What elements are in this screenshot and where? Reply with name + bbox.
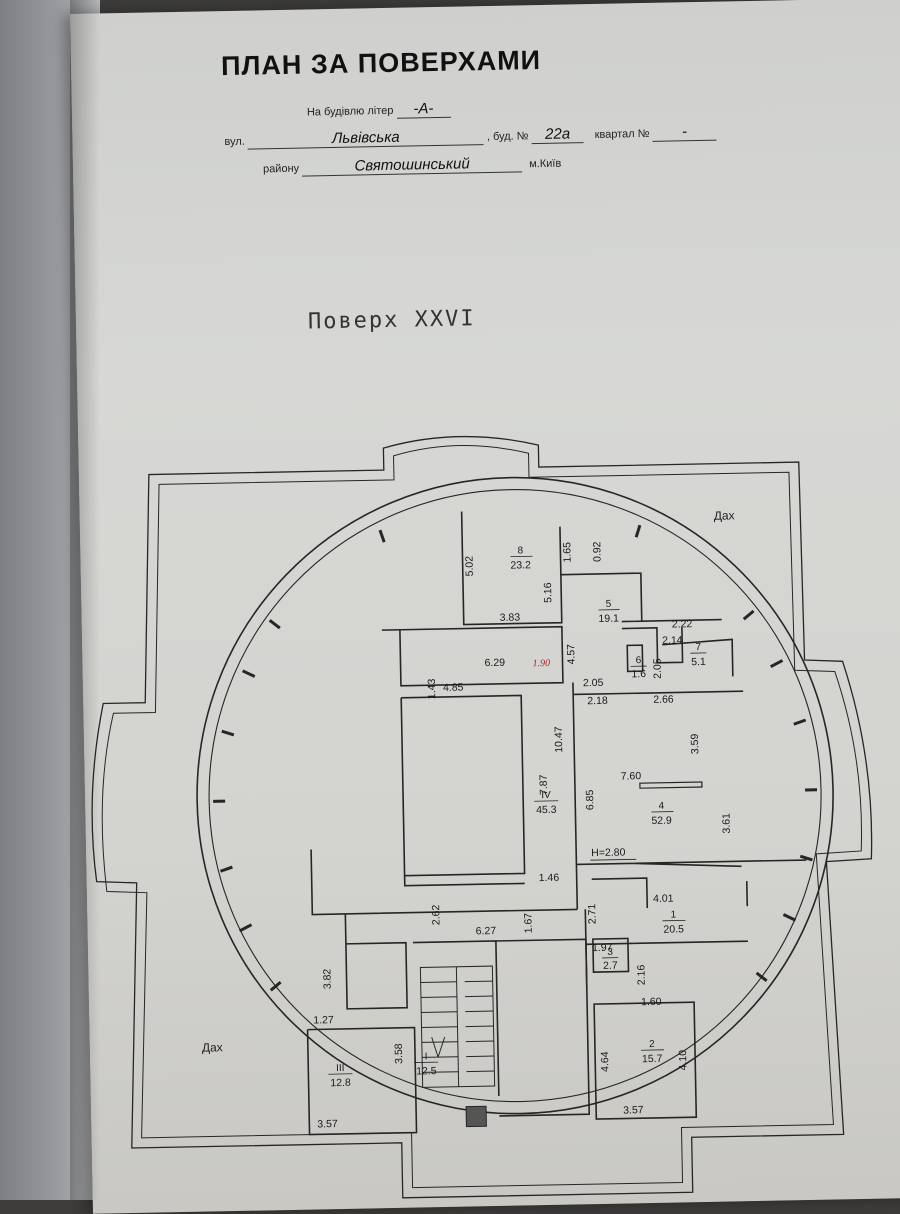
dimension-label: 1.46 — [539, 872, 560, 884]
dimension-label: 4.64 — [599, 1051, 611, 1072]
dimension-label: 1.67 — [522, 913, 534, 934]
dimension-label: 2.62 — [430, 904, 442, 925]
roof-label-top: Дах — [714, 508, 735, 522]
dimension-label: 6.27 — [476, 925, 497, 937]
room-area: 12.5 — [416, 1065, 437, 1077]
dimension-label: 4.01 — [653, 893, 674, 905]
dimension-label: 2.66 — [653, 694, 674, 706]
room-area: 19.1 — [598, 613, 619, 625]
floor-plan: Дах Дах 8 23.2 5 19.1 7 5.1 6 1.6 4 52.9… — [70, 0, 900, 1214]
room-number: III — [336, 1063, 345, 1074]
room-area: 1.6 — [631, 668, 646, 680]
dimension-label: 1.27 — [313, 1014, 334, 1026]
room-number: I — [425, 1051, 428, 1062]
roof-outline — [85, 429, 878, 1204]
room-area: 23.2 — [510, 559, 531, 571]
room-area: 5.1 — [691, 656, 706, 668]
room-area: 52.9 — [651, 815, 672, 827]
room-number: 4 — [658, 801, 664, 812]
dimension-label: 2.05 — [651, 658, 663, 679]
dimension-label: 3.61 — [720, 813, 732, 834]
room-area: 2.7 — [603, 960, 618, 972]
dimension-label: 1.60 — [641, 996, 662, 1008]
dimension-label: 6.29 — [484, 657, 505, 669]
room-number: 1 — [671, 910, 677, 921]
tower-inner-wall — [203, 484, 827, 1108]
interior-walls — [298, 505, 812, 1135]
dimension-label: 5.16 — [542, 582, 554, 603]
dimension-label: 2.18 — [587, 695, 608, 707]
dimension-label: 0.92 — [591, 541, 603, 562]
dimension-label: 5.02 — [463, 556, 475, 577]
dimension-label: 3.82 — [321, 969, 333, 990]
dimension-label: 4.10 — [677, 1050, 689, 1071]
dimension-label: 3.57 — [317, 1118, 338, 1130]
dimension-label: 3.58 — [393, 1043, 405, 1064]
room-area: 12.8 — [330, 1077, 351, 1089]
document-page: ПЛАН ЗА ПОВЕРХАМИ На будівлю літер -А- в… — [70, 0, 900, 1214]
dimension-label: 1.97 — [592, 942, 613, 954]
dimension-label: 3.83 — [500, 611, 521, 623]
room-number: 5 — [606, 599, 612, 610]
window-marks — [208, 522, 821, 992]
dimension-label: 4.57 — [565, 644, 577, 665]
room4-column — [640, 782, 702, 788]
dimension-label: 7.60 — [621, 770, 642, 782]
room-number: 7 — [695, 642, 701, 653]
dimension-label: 2.22 — [672, 618, 693, 630]
handwritten-note: 1.90 — [532, 658, 550, 669]
dimension-label: 6.85 — [584, 789, 596, 810]
height-label: H=2.80 — [591, 846, 626, 859]
room-area: 20.5 — [663, 923, 684, 935]
dimension-label: 1.43 — [426, 678, 438, 699]
room-number: 8 — [518, 545, 524, 556]
room-area: 45.3 — [536, 804, 557, 816]
room-number: 2 — [649, 1039, 655, 1050]
roof-label-bottom: Дах — [202, 1040, 223, 1054]
dimension-label: 2.16 — [635, 964, 647, 985]
roof-inner-outline — [95, 438, 868, 1193]
room-number: 6 — [636, 655, 642, 666]
dimension-label: 2.71 — [586, 903, 598, 924]
dimension-label: 1.65 — [561, 542, 573, 563]
dimension-label: 2.14 — [662, 634, 683, 646]
dimension-label: 4.85 — [443, 682, 464, 694]
dimension-label: 10.47 — [553, 726, 566, 753]
dimension-label: 2.05 — [583, 677, 604, 689]
room-area: 15.7 — [642, 1053, 663, 1065]
dimension-label: 7.87 — [538, 774, 550, 795]
page-fold-shadow — [70, 0, 100, 1200]
dimension-label: 3.57 — [623, 1104, 644, 1116]
dimension-label: 3.59 — [689, 733, 701, 754]
